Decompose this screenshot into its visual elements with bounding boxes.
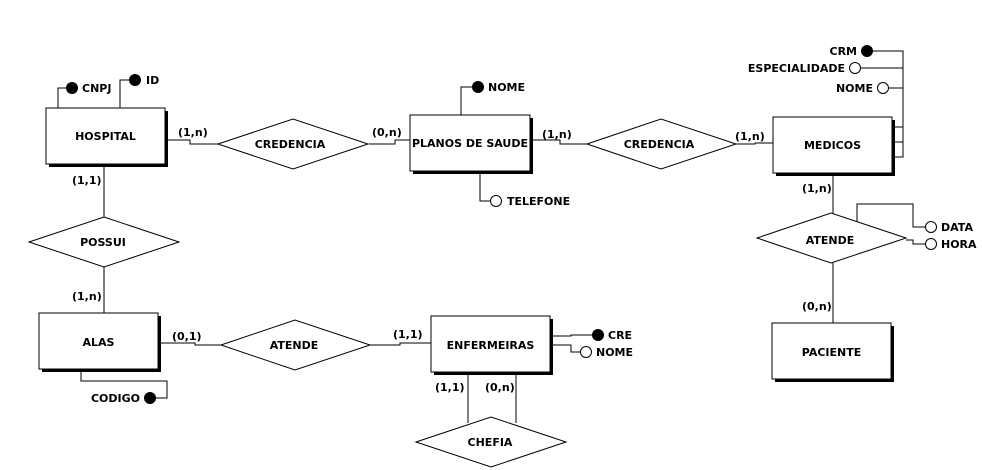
relationship-atende-label: ATENDE	[806, 234, 855, 247]
entity-medicos[interactable]: MEDICOS	[772, 116, 895, 176]
cardinality-paciente-atende: (0,n)	[802, 300, 832, 313]
entity-enfermeiras-label: ENFERMEIRAS	[447, 339, 535, 352]
cardinality-enfermeiras-chefia-left: (1,1)	[435, 381, 465, 394]
relationship-atende-alas-enfermeiras[interactable]: ATENDE	[219, 319, 372, 371]
cardinality-planos-credencia: (0,n)	[372, 126, 402, 139]
relationship-chefia-label: CHEFIA	[468, 436, 513, 449]
attribute-cnpj: CNPJ	[66, 82, 111, 95]
cardinality-enfermeiras-atende: (1,1)	[393, 328, 423, 341]
key-attribute-marker	[592, 329, 604, 341]
entity-alas-label: ALAS	[83, 336, 115, 349]
cardinality-alas-atende: (0,1)	[172, 330, 202, 343]
key-attribute-marker	[144, 392, 156, 404]
relationship-atende-label: ATENDE	[270, 339, 319, 352]
entity-planos-de-saude[interactable]: PLANOS DE SAUDE	[409, 114, 533, 174]
relationship-credencia-label: CREDENCIA	[255, 138, 326, 151]
relationship-atende-medicos-paciente[interactable]: ATENDE	[755, 212, 908, 264]
relationship-possui-label: POSSUI	[80, 236, 126, 249]
cardinality-hospital-credencia: (1,n)	[178, 126, 208, 139]
attribute-planos-nome-label: NOME	[488, 81, 525, 94]
attribute-especialidade-label: ESPECIALIDADE	[748, 62, 845, 75]
entity-enfermeiras[interactable]: ENFERMEIRAS	[430, 315, 553, 375]
attribute-marker	[580, 346, 592, 358]
key-attribute-marker	[129, 74, 141, 86]
entity-hospital[interactable]: HOSPITAL	[45, 107, 168, 167]
attribute-id: ID	[129, 74, 159, 87]
attribute-marker	[490, 195, 502, 207]
relationship-possui[interactable]: POSSUI	[27, 216, 181, 268]
entity-paciente[interactable]: PACIENTE	[771, 322, 894, 382]
attribute-codigo: CODIGO	[91, 392, 156, 405]
key-attribute-marker	[66, 82, 78, 94]
entity-paciente-label: PACIENTE	[802, 346, 861, 359]
attribute-hora: HORA	[925, 238, 977, 251]
attribute-planos-nome: NOME	[472, 81, 525, 94]
relationship-chefia[interactable]: CHEFIA	[414, 416, 568, 468]
cardinality-medicos-atende: (1,n)	[802, 182, 832, 195]
attribute-data-label: DATA	[941, 221, 973, 234]
relationship-credencia-planos-medicos[interactable]: CREDENCIA	[585, 118, 738, 170]
relationship-credencia-hospital-planos[interactable]: CREDENCIA	[216, 118, 370, 170]
attribute-crm: CRM	[830, 45, 873, 58]
attribute-medicos-nome: NOME	[836, 82, 889, 95]
attribute-especialidade: ESPECIALIDADE	[748, 62, 861, 75]
entity-planos-label: PLANOS DE SAUDE	[412, 137, 528, 150]
attribute-cnpj-label: CNPJ	[82, 82, 111, 95]
attribute-crm-label: CRM	[830, 45, 858, 58]
attribute-cre-label: CRE	[608, 329, 632, 342]
attribute-telefone-label: TELEFONE	[507, 195, 570, 208]
attribute-marker	[925, 238, 937, 250]
attribute-cre: CRE	[592, 329, 632, 342]
cardinality-medicos-credencia2: (1,n)	[735, 130, 765, 143]
cardinality-enfermeiras-chefia-right: (0,n)	[485, 381, 515, 394]
attribute-medicos-nome-label: NOME	[836, 82, 873, 95]
cardinality-labels: (1,n) (0,n) (1,n) (1,n) (1,1) (1,n) (0,1…	[72, 126, 832, 394]
cardinality-alas-possui: (1,n)	[72, 290, 102, 303]
attribute-marker	[849, 62, 861, 74]
entity-hospital-label: HOSPITAL	[75, 130, 136, 143]
attribute-marker	[925, 221, 937, 233]
attribute-hora-label: HORA	[941, 238, 977, 251]
relationship-credencia-label: CREDENCIA	[624, 138, 695, 151]
entity-alas[interactable]: ALAS	[38, 312, 161, 372]
attribute-marker	[877, 82, 889, 94]
attribute-enfermeiras-nome-label: NOME	[596, 346, 633, 359]
attribute-data: DATA	[925, 221, 973, 234]
attribute-enfermeiras-nome: NOME	[580, 346, 633, 359]
entity-medicos-label: MEDICOS	[804, 139, 861, 152]
key-attribute-marker	[861, 45, 873, 57]
key-attribute-marker	[472, 81, 484, 93]
attribute-codigo-label: CODIGO	[91, 392, 140, 405]
connector-lines	[57, 50, 925, 423]
attribute-telefone: TELEFONE	[490, 195, 570, 208]
cardinality-hospital-possui: (1,1)	[72, 174, 102, 187]
cardinality-planos-credencia2: (1,n)	[542, 128, 572, 141]
attribute-id-label: ID	[146, 74, 159, 87]
